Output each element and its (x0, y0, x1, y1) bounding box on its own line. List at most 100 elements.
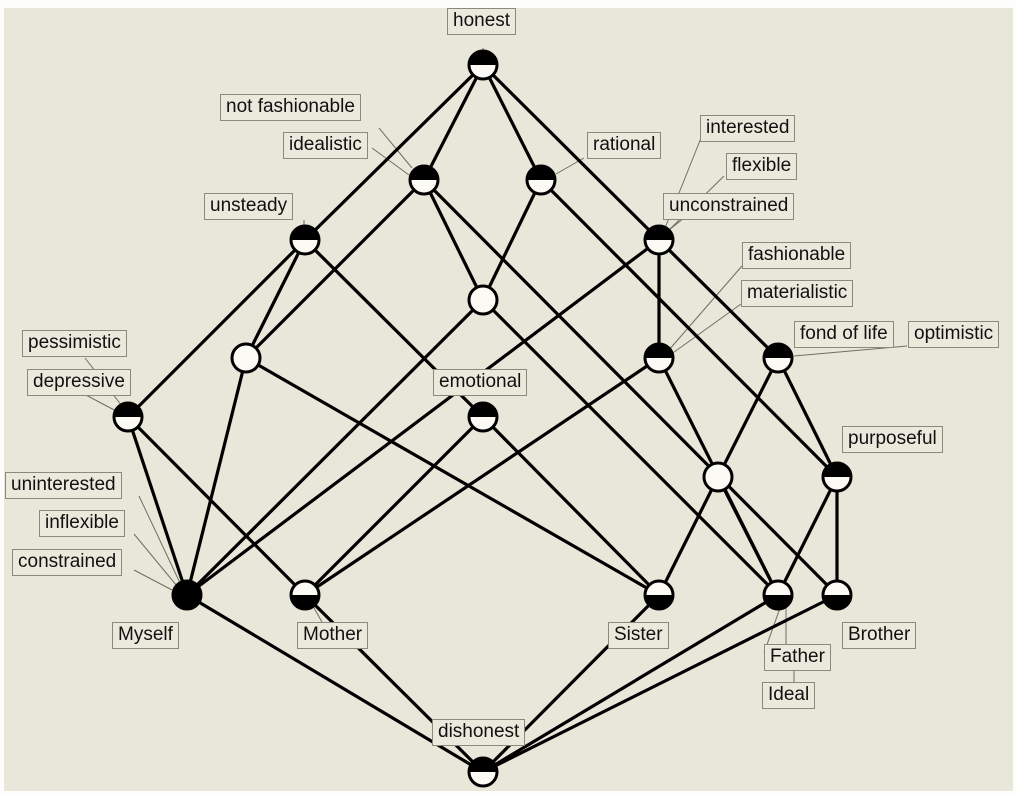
edge-top-unc (481, 63, 661, 242)
edge-emo-si (481, 415, 661, 597)
node-si[interactable] (643, 579, 675, 611)
label-sister: Sister (608, 622, 669, 649)
edge-ideal-br (422, 178, 839, 597)
edge-rat-purp (539, 178, 839, 479)
edge-top-unst (303, 63, 485, 242)
node-mo[interactable] (289, 579, 321, 611)
node-rat[interactable] (525, 164, 557, 196)
label-uninterested: uninterested (5, 472, 122, 499)
edge-ideal-e2 (244, 178, 426, 360)
lattice-svg (83, 48, 908, 788)
edge-c1-fa (481, 298, 780, 597)
node-dep[interactable] (112, 401, 144, 433)
edge-top-ideal (422, 64, 485, 181)
label-constrained: constrained (12, 549, 123, 576)
node-outline (467, 49, 499, 81)
edge-emo-mo (303, 415, 485, 597)
label-leader-line (668, 217, 685, 231)
node-unst[interactable] (289, 224, 321, 256)
label-leader-line (138, 495, 181, 584)
node-outline (702, 461, 734, 493)
node-outline (643, 579, 675, 611)
node-circle (173, 581, 201, 609)
node-outline (643, 224, 675, 256)
label-father: Father (764, 644, 831, 671)
edge-e2-my (185, 357, 248, 596)
edge-top-rat (481, 64, 543, 181)
node-outline (230, 342, 262, 374)
lattice-diagram: honest not fashionable idealistic ration… (4, 8, 1013, 791)
node-outline (112, 401, 144, 433)
node-outline (289, 224, 321, 256)
label-leader-line (313, 607, 323, 623)
node-mat[interactable] (643, 342, 675, 374)
label-mother: Mother (297, 622, 369, 649)
node-bot[interactable] (467, 756, 499, 788)
node-outline (289, 579, 321, 611)
label-materialistic: materialistic (741, 280, 854, 307)
edge-c1-my (185, 298, 485, 597)
label-fond-of-life: fond of life (794, 321, 894, 348)
edge-purp-fa (776, 476, 839, 596)
node-fond[interactable] (762, 342, 794, 374)
label-depressive: depressive (27, 369, 131, 396)
node-outline (762, 579, 794, 611)
edge-ideal-c1 (422, 179, 485, 301)
node-outline (467, 284, 499, 316)
node-br[interactable] (821, 579, 853, 611)
label-unsteady: unsteady (204, 193, 294, 220)
node-circle (704, 463, 732, 491)
edge-e3-fa (716, 476, 780, 596)
edge-unst-dep (126, 238, 307, 419)
node-my[interactable] (171, 579, 203, 611)
label-idealistic: idealistic (283, 132, 368, 159)
label-honest: honest (447, 8, 517, 35)
label-leader-line (371, 147, 410, 176)
node-unc[interactable] (643, 224, 675, 256)
node-outline (171, 579, 203, 611)
edge-dep-mo (126, 415, 307, 597)
label-dishonest: dishonest (432, 719, 526, 746)
label-optimistic: optimistic (908, 321, 1000, 348)
node-outline (525, 164, 557, 196)
node-outline (643, 342, 675, 374)
label-myself: Myself (112, 622, 179, 649)
edge-fond-e3 (716, 357, 780, 478)
node-top[interactable] (467, 49, 499, 81)
node-emo[interactable] (467, 401, 499, 433)
edge-e3-si (657, 476, 720, 596)
node-circle (469, 286, 497, 314)
label-fashionable: fashionable (742, 242, 852, 269)
label-leader-line (83, 393, 119, 413)
edge-fa-bot (482, 593, 779, 774)
node-purp[interactable] (821, 461, 853, 493)
node-fa[interactable] (762, 579, 794, 611)
label-pessimistic: pessimistic (22, 330, 127, 357)
node-ideal[interactable] (408, 164, 440, 196)
node-e3[interactable] (702, 461, 734, 493)
node-outline (821, 461, 853, 493)
label-leader-line (133, 569, 173, 591)
label-ideal: Ideal (762, 682, 816, 709)
node-c1[interactable] (467, 284, 499, 316)
edge-fond-purp (776, 357, 839, 478)
node-e2[interactable] (230, 342, 262, 374)
edge-rat-c1 (481, 179, 543, 301)
node-outline (467, 401, 499, 433)
node-circle (232, 344, 260, 372)
node-outline (467, 756, 499, 788)
label-unconstrained: unconstrained (663, 193, 795, 220)
label-interested: interested (700, 115, 796, 142)
label-brother: Brother (842, 622, 917, 649)
label-inflexible: inflexible (39, 510, 125, 537)
edge-e2-si (245, 356, 660, 597)
label-rational: rational (587, 132, 662, 159)
node-outline (821, 579, 853, 611)
label-leader-line (378, 127, 413, 169)
label-emotional: emotional (433, 369, 528, 396)
label-leader-line (133, 533, 178, 587)
edge-mat-mo (304, 356, 660, 597)
label-flexible: flexible (726, 153, 798, 180)
edge-unc-my (186, 238, 660, 597)
node-outline (408, 164, 440, 196)
